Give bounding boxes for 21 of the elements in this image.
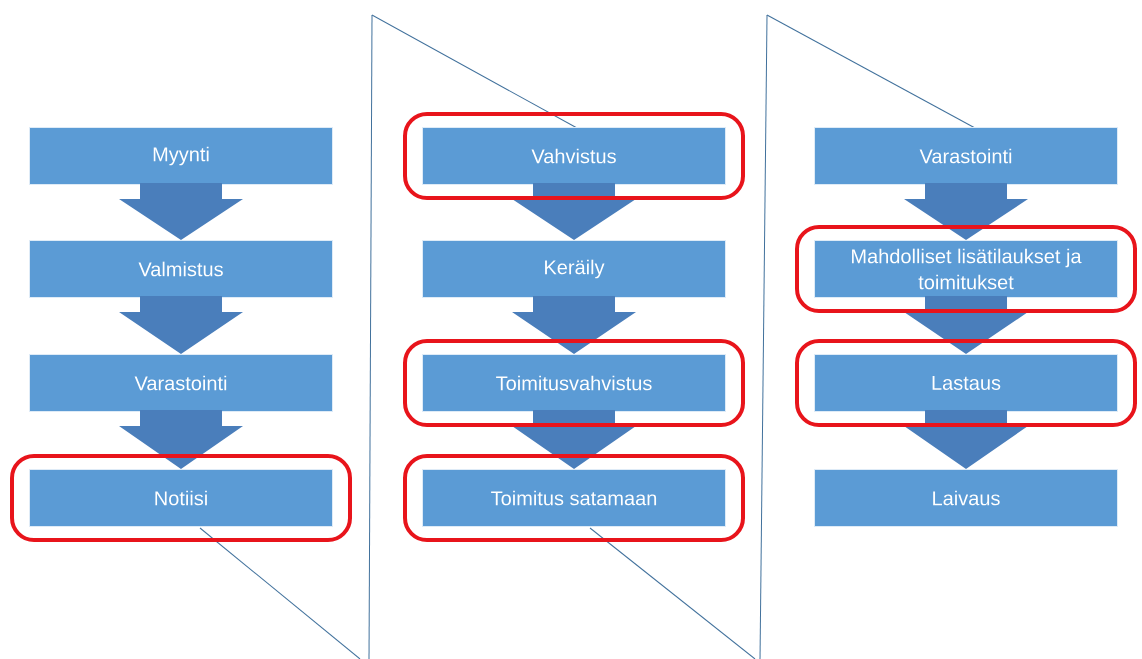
process-box: Keräily (422, 240, 726, 298)
process-box: Vahvistus (422, 127, 726, 185)
block-arrow (904, 410, 1028, 469)
block-arrow (512, 296, 636, 354)
block-arrow (904, 183, 1028, 240)
block-arrow (512, 183, 636, 240)
block-arrow (512, 410, 636, 469)
process-box: Mahdolliset lisätilaukset ja toimitukset (814, 240, 1118, 298)
process-box: Toimitus satamaan (422, 469, 726, 527)
block-arrow (119, 183, 243, 240)
block-arrow (904, 296, 1028, 354)
process-box: Laivaus (814, 469, 1118, 527)
process-box: Varastointi (29, 354, 333, 412)
block-arrow (119, 296, 243, 354)
process-box: Lastaus (814, 354, 1118, 412)
block-arrow (119, 410, 243, 469)
process-box: Notiisi (29, 469, 333, 527)
process-box: Toimitusvahvistus (422, 354, 726, 412)
process-box: Myynti (29, 127, 333, 185)
process-box: Varastointi (814, 127, 1118, 185)
process-box: Valmistus (29, 240, 333, 298)
